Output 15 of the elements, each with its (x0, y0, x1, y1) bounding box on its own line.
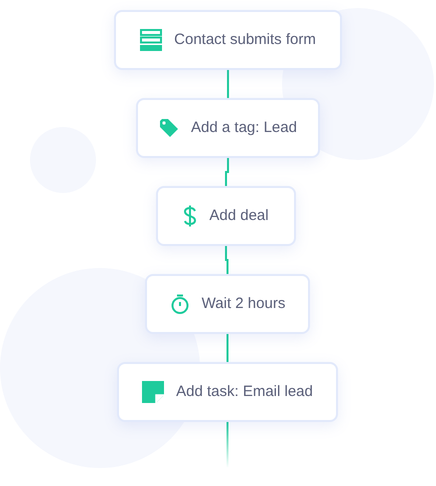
step-label: Contact submits form (174, 30, 316, 50)
step-card (156, 186, 296, 246)
step-label: Add a tag: Lead (191, 118, 297, 138)
step-label: Wait 2 hours (202, 294, 286, 314)
step-card (145, 274, 310, 334)
connector-line (227, 70, 229, 98)
step-label: Add task: Email lead (176, 382, 313, 402)
step-card (117, 362, 338, 422)
step-label: Add deal (209, 206, 269, 226)
connector-line (225, 158, 229, 186)
connector-line (226, 422, 228, 468)
connector-line (226, 334, 228, 362)
step-card (114, 10, 342, 70)
step-card (136, 98, 320, 158)
connector-line (225, 246, 228, 274)
